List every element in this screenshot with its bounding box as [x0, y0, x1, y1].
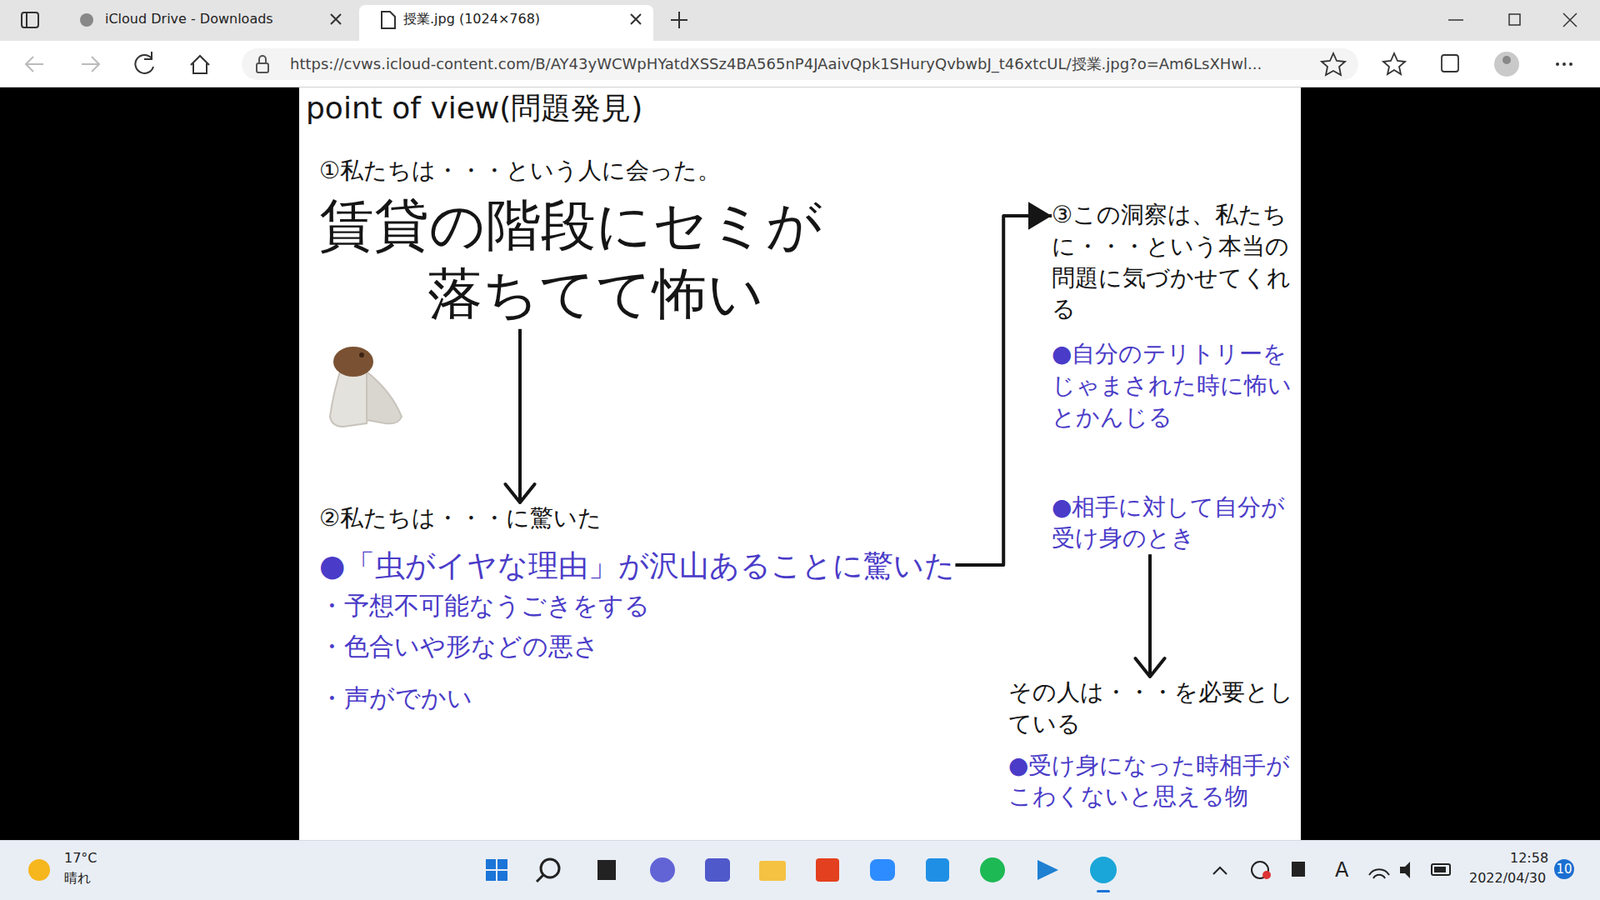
menu-dots — [1555, 62, 1560, 66]
note-group: ②私たちは・・・に驚いた ●「虫がイヤな理由」が沢山あることに驚いた・予想不可能な… — [319, 502, 955, 716]
reason-item: ・声がでかい — [319, 681, 955, 716]
cicada-eye — [359, 352, 365, 358]
lock-icon — [256, 63, 269, 73]
section-heading: ①私たちは・・・という人に会った。 — [319, 155, 953, 187]
forward-icon — [81, 56, 100, 72]
active-app-indicator — [1096, 890, 1110, 893]
lock-icon — [259, 55, 266, 64]
task-view-icon — [597, 860, 616, 880]
favorite-star-icon — [1321, 53, 1345, 75]
section-heading: ②私たちは・・・に驚いた — [319, 502, 955, 535]
persona-statement: 賃貸の階段にセミが落ちてて怖い — [319, 191, 845, 330]
tab-title: 授業.jpg (1024×768) — [403, 10, 540, 27]
insight-bullet: ●「虫がイヤな理由」が沢山あることに驚いた — [319, 545, 955, 587]
need-bullet: ●受け身になった時相手がこわくないと思える物 — [1008, 750, 1296, 814]
arrow-line — [1148, 554, 1152, 677]
problem-bullet: ●相手に対して自分が受け身のとき — [1051, 491, 1296, 555]
minimize-icon — [1448, 19, 1464, 21]
file-favicon — [381, 11, 395, 29]
active-tab — [359, 5, 654, 41]
restore-icon — [1509, 14, 1520, 25]
teams-icon — [705, 858, 730, 882]
volume-icon — [1400, 861, 1410, 879]
tab-title: iCloud Drive - Downloads — [105, 10, 274, 27]
onedrive-error — [1262, 870, 1271, 880]
section-heading: ③この洞察は、私たちに・・・という本当の問題に気づかせてくれる — [1051, 199, 1296, 325]
reason-item: ・色合いや形などの悪さ — [319, 630, 955, 665]
clock-date: 2022/04/30 — [1469, 870, 1546, 886]
note-group: その人は・・・を必要としている ●受け身になった時相手がこわくないと思える物 — [1008, 676, 1296, 813]
arrow-line — [518, 329, 522, 503]
notification-badge: 10 — [1554, 859, 1575, 880]
cicada-head — [333, 346, 374, 377]
favorites-icon — [1383, 53, 1405, 75]
weather-condition: 晴れ — [64, 870, 91, 886]
dropbox-icon — [1291, 861, 1305, 877]
section-heading: その人は・・・を必要としている — [1008, 676, 1296, 740]
weather-temperature: 17°C — [64, 850, 98, 866]
office-icon — [815, 858, 840, 882]
menu-dots — [1562, 62, 1566, 66]
clock-time: 12:58 — [1510, 850, 1549, 866]
diagram-title: point of view(問題発見) — [305, 90, 643, 126]
arrow-line — [955, 215, 1052, 565]
cicada-wing — [366, 371, 402, 424]
wifi-icon — [1369, 869, 1390, 879]
window-close-icon — [1563, 13, 1577, 27]
weather-sun-icon — [28, 859, 50, 881]
search-icon — [536, 875, 544, 882]
store-icon — [925, 858, 950, 882]
flow-arrow — [955, 201, 1052, 565]
profile-icon — [1502, 55, 1511, 65]
tray-chevron-icon — [1213, 867, 1227, 875]
close-tab-icon — [330, 14, 341, 25]
ime-indicator: A — [1335, 858, 1349, 883]
arrowhead — [1135, 658, 1165, 677]
flow-arrow — [1135, 554, 1165, 677]
taskbar — [0, 840, 1600, 900]
profile-icon — [1494, 51, 1520, 77]
home-icon — [190, 55, 210, 74]
note-group: ③この洞察は、私たちに・・・という本当の問題に気づかせてくれる ●自分のテリトリー… — [1051, 199, 1296, 555]
battery-icon — [1434, 866, 1446, 873]
note-group: ①私たちは・・・という人に会った。賃貸の階段にセミが落ちてて怖い — [319, 155, 953, 330]
battery-icon — [1431, 864, 1450, 875]
start-icon — [497, 870, 508, 881]
reason-item: ・予想不可能なうごきをする — [319, 589, 955, 624]
zoom-icon — [870, 859, 895, 881]
tab-actions-icon — [21, 12, 39, 28]
search-icon — [540, 859, 560, 878]
url-text: https://cvws.icloud-content.com/B/AY43yW… — [290, 55, 1262, 74]
explorer-icon — [759, 860, 786, 881]
menu-dots — [1569, 62, 1573, 66]
problem-bullet: ●自分のテリトリーをじゃまされた時に怖いとかんじる — [1051, 338, 1296, 433]
edge-icon — [1090, 856, 1117, 884]
spotify-icon — [980, 857, 1005, 883]
arrowhead — [1028, 201, 1052, 230]
new-tab-icon — [670, 11, 688, 29]
collections-icon — [1441, 55, 1459, 72]
back-icon — [25, 56, 44, 72]
start-icon — [485, 859, 496, 870]
start-icon — [497, 859, 508, 870]
apple-favicon — [80, 13, 94, 27]
refresh-icon — [135, 51, 154, 74]
tab-actions-icon — [25, 12, 28, 28]
close-tab-icon — [630, 14, 641, 25]
arrowhead — [505, 484, 535, 503]
chat-icon — [650, 857, 675, 883]
vscode-icon — [1037, 860, 1059, 880]
flow-arrow — [505, 329, 535, 503]
start-icon — [485, 870, 496, 881]
